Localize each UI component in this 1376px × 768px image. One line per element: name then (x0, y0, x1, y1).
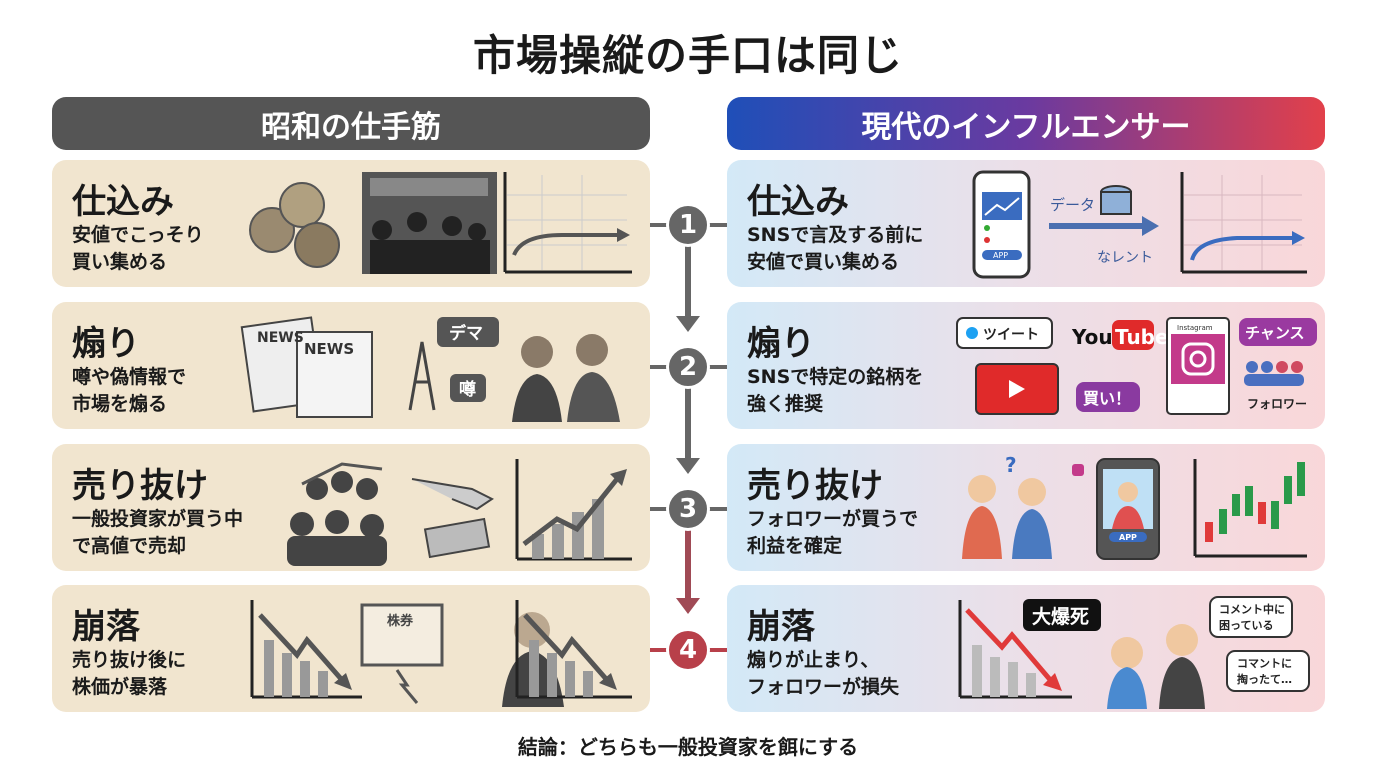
card-desc: 噂や偽情報で 市場を煽る (72, 366, 187, 415)
app-label: APP (993, 251, 1008, 260)
page-title: 市場操縦の手口は同じ (472, 31, 903, 80)
card-desc: 安値でこっそり 買い集める (72, 224, 204, 273)
card-desc: SNSで言及する前に 安値で買い集める (747, 224, 924, 273)
left-card-aori: NEWS NEWS デマ 噂 煽り 噂や偽情報で 市場を煽る (52, 302, 650, 429)
certificate-label: 株券 (387, 613, 414, 629)
news-label: NEWS (257, 330, 304, 346)
right-card-aori: ツイート You Tube 買い！ Instagram チャンス フォロワー 煽… (727, 302, 1325, 429)
right-header: 現代のインフルエンサー (727, 97, 1325, 150)
step-2: 2 (666, 345, 710, 389)
news-tower-whisper-illustration: NEWS NEWS デマ 噂 (240, 316, 620, 422)
buy-label: 買い！ (1083, 389, 1131, 408)
news-label: NEWS (304, 340, 354, 358)
step-4: 4 (666, 628, 710, 672)
svg-text:?: ? (1005, 453, 1017, 477)
left-card-urinuke: 売り抜け 一般投資家が買う中 で高値で売却 (52, 444, 650, 571)
card-desc: フォロワーが買うで 利益を確定 (747, 508, 919, 557)
youtube-tube: Tube (1115, 325, 1169, 349)
crowd-hand-chart-illustration (287, 459, 632, 566)
app-label: APP (1119, 533, 1137, 542)
conclusion: 結論：どちらも一般投資家を餌にする (517, 735, 859, 759)
card-title: 煽り (72, 324, 140, 364)
card-title: 崩落 (72, 607, 140, 647)
card-title: 売り抜け (72, 466, 208, 506)
card-title: 仕込み (747, 182, 849, 222)
tweet-label: ツイート (983, 327, 1039, 343)
card-desc: 売り抜け後に 株価が暴落 (72, 649, 187, 698)
left-header: 昭和の仕手筋 (52, 97, 650, 150)
step-1: 1 (666, 203, 710, 247)
step-3: 3 (666, 487, 710, 531)
coins-crowd-chart-illustration (249, 172, 632, 274)
crash-label: 大爆死 (1032, 605, 1089, 628)
card-title: 仕込み (72, 182, 174, 222)
dema-label: デマ (449, 323, 483, 344)
sns-illustration: ツイート You Tube 買い！ Instagram チャンス フォロワー (956, 317, 1317, 415)
uwasa-label: 噂 (459, 379, 476, 400)
instagram-label: Instagram (1177, 324, 1213, 332)
hidden-label: なレント (1097, 250, 1153, 266)
comment-bubble-1: コメント中に困っている (1219, 602, 1285, 632)
data-label: データ (1050, 196, 1095, 214)
crash-crying-illustration: 大爆死 コメント中に困っている コマントに掏ったて… (958, 596, 1310, 709)
crash-certificate-illustration: 株券 (250, 600, 632, 707)
youtube-you: You (1071, 325, 1113, 349)
card-title: 崩落 (747, 607, 815, 647)
people-phone-candles-illustration: ? APP (962, 453, 1307, 560)
phone-data-chart-illustration: APP データ なレント (972, 170, 1307, 279)
card-desc: SNSで特定の銘柄を 強く推奨 (747, 366, 924, 415)
card-desc: 煽りが止まり、 フォロワーが損失 (747, 649, 900, 698)
left-card-shikomi: 仕込み 安値でこっそり 買い集める (52, 160, 650, 287)
right-card-houraku: 大爆死 コメント中に困っている コマントに掏ったて… 崩落 煽りが止まり、 フォ… (727, 585, 1325, 712)
comment-bubble-2: コマントに掏ったて… (1237, 657, 1292, 686)
follower-label: フォロワー (1247, 397, 1307, 411)
chance-label: チャンス (1245, 324, 1305, 342)
card-desc: 一般投資家が買う中 で高値で売却 (72, 508, 244, 557)
right-card-shikomi: APP データ なレント 仕込み SNSで言及する前に 安値で買い集める (727, 160, 1325, 287)
right-card-urinuke: ? APP 売り抜け フォロワーが買うで 利益を確定 (727, 444, 1325, 571)
card-title: 煽り (747, 324, 815, 364)
left-card-houraku: 株券 崩落 売り抜け後に 株価が暴落 (52, 585, 650, 712)
card-title: 売り抜け (747, 466, 883, 506)
